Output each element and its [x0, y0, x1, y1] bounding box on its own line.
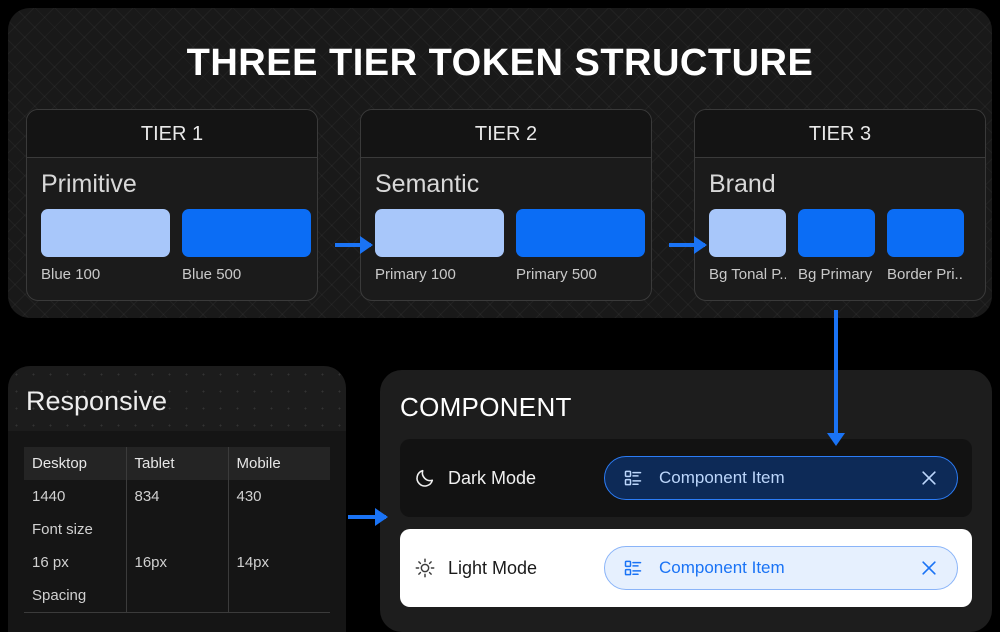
page-title: THREE TIER TOKEN STRUCTURE [186, 42, 814, 84]
arrow-tier1-to-tier2 [335, 243, 371, 247]
swatch-label: Primary 100 [375, 266, 456, 283]
table-row: Font size [24, 513, 330, 546]
close-icon[interactable] [919, 468, 939, 488]
table-cell: 430 [236, 488, 262, 505]
tier-2-swatches: Primary 100 Primary 500 [375, 209, 645, 283]
table-row: 16 px 16px 14px [24, 546, 330, 579]
arrow-responsive-to-component [348, 515, 386, 519]
sun-icon [414, 557, 436, 579]
responsive-table-wrap: Desktop Tablet Mobile 1440 834 430 Font … [8, 431, 346, 632]
color-swatch [887, 209, 964, 257]
dark-mode-label-group: Dark Mode [414, 467, 604, 489]
column-header-desktop: Desktop [24, 447, 127, 480]
column-header-mobile: Mobile [228, 447, 330, 480]
swatch-item[interactable]: Blue 100 [41, 209, 170, 283]
list-details-icon [623, 468, 643, 488]
arrow-tier3-to-component [834, 310, 838, 435]
table-cell [126, 513, 229, 546]
tier-2-header: TIER 2 [361, 110, 651, 158]
swatch-label: Bg Tonal P... [709, 266, 786, 283]
table-row: 1440 834 430 [24, 480, 330, 513]
swatch-label: Primary 500 [516, 266, 597, 283]
swatch-label: Border Pri.. [887, 266, 963, 283]
swatch-item[interactable]: Border Pri.. [887, 209, 964, 283]
arrow-tier2-to-tier3 [669, 243, 705, 247]
table-header-row: Desktop Tablet Mobile [24, 447, 330, 480]
tier-1-swatches: Blue 100 Blue 500 [41, 209, 311, 283]
light-mode-label: Light Mode [448, 557, 538, 578]
table-cell: Spacing [24, 579, 127, 613]
table-cell: 834 [126, 480, 229, 513]
tier-3-name: Brand [709, 170, 776, 198]
tier-card-2[interactable]: TIER 2 Semantic Primary 100 Primary 500 [360, 109, 652, 301]
swatch-item[interactable]: Bg Tonal P... [709, 209, 786, 283]
table-cell: 14px [236, 554, 270, 571]
tier-3-body: Brand Bg Tonal P... Bg Primary Border [695, 158, 985, 300]
chip-label: Component Item [659, 468, 785, 487]
table-cell: 16px [126, 546, 229, 579]
table-cell [228, 513, 330, 546]
tier-cards-row: TIER 1 Primitive Blue 100 Blue 500 [26, 109, 986, 301]
light-mode-label-group: Light Mode [414, 557, 604, 579]
dark-mode-row[interactable]: Dark Mode Component Item [400, 439, 972, 517]
tier-3-header: TIER 3 [695, 110, 985, 158]
table-cell [228, 579, 330, 613]
responsive-table: Desktop Tablet Mobile 1440 834 430 Font … [24, 447, 330, 613]
component-title: COMPONENT [400, 392, 572, 422]
color-swatch [709, 209, 786, 257]
tier-2-name: Semantic [375, 170, 480, 198]
light-mode-row[interactable]: Light Mode Component Item [400, 529, 972, 607]
column-header-tablet: Tablet [126, 447, 229, 480]
moon-icon [414, 467, 436, 489]
token-structure-panel: THREE TIER TOKEN STRUCTURE TIER 1 Primit… [8, 8, 992, 318]
tier-1-header: TIER 1 [27, 110, 317, 158]
tier-1-body: Primitive Blue 100 Blue 500 [27, 158, 317, 300]
table-cell: Font size [24, 513, 127, 546]
component-item-chip-light[interactable]: Component Item [604, 546, 958, 590]
table-cell [126, 579, 229, 613]
swatch-item[interactable]: Bg Primary [798, 209, 875, 283]
responsive-panel: Responsive Desktop Tablet Mobile 1440 83… [8, 366, 346, 632]
responsive-title: Responsive [26, 386, 168, 416]
swatch-label: Blue 100 [41, 266, 101, 283]
close-icon[interactable] [919, 558, 939, 578]
chip-label: Component Item [659, 558, 785, 577]
color-swatch [41, 209, 170, 257]
dark-mode-label: Dark Mode [448, 467, 537, 488]
tier-1-name: Primitive [41, 170, 137, 198]
table-row: Spacing [24, 579, 330, 613]
color-swatch [516, 209, 645, 257]
color-swatch [798, 209, 875, 257]
tier-2-body: Semantic Primary 100 Primary 500 [361, 158, 651, 300]
swatch-label: Bg Primary [798, 266, 873, 283]
color-swatch [182, 209, 311, 257]
swatch-label: Blue 500 [182, 266, 242, 283]
component-item-chip-dark[interactable]: Component Item [604, 456, 958, 500]
swatch-item[interactable]: Primary 100 [375, 209, 504, 283]
tier-card-3[interactable]: TIER 3 Brand Bg Tonal P... Bg Primary [694, 109, 986, 301]
color-swatch [375, 209, 504, 257]
tier-card-1[interactable]: TIER 1 Primitive Blue 100 Blue 500 [26, 109, 318, 301]
tier-3-swatches: Bg Tonal P... Bg Primary Border Pri.. [709, 209, 971, 283]
swatch-item[interactable]: Blue 500 [182, 209, 311, 283]
component-panel: COMPONENT Dark Mode [380, 370, 992, 632]
table-cell: 1440 [24, 480, 127, 513]
table-cell: 16 px [24, 546, 127, 579]
swatch-item[interactable]: Primary 500 [516, 209, 645, 283]
list-details-icon [623, 558, 643, 578]
